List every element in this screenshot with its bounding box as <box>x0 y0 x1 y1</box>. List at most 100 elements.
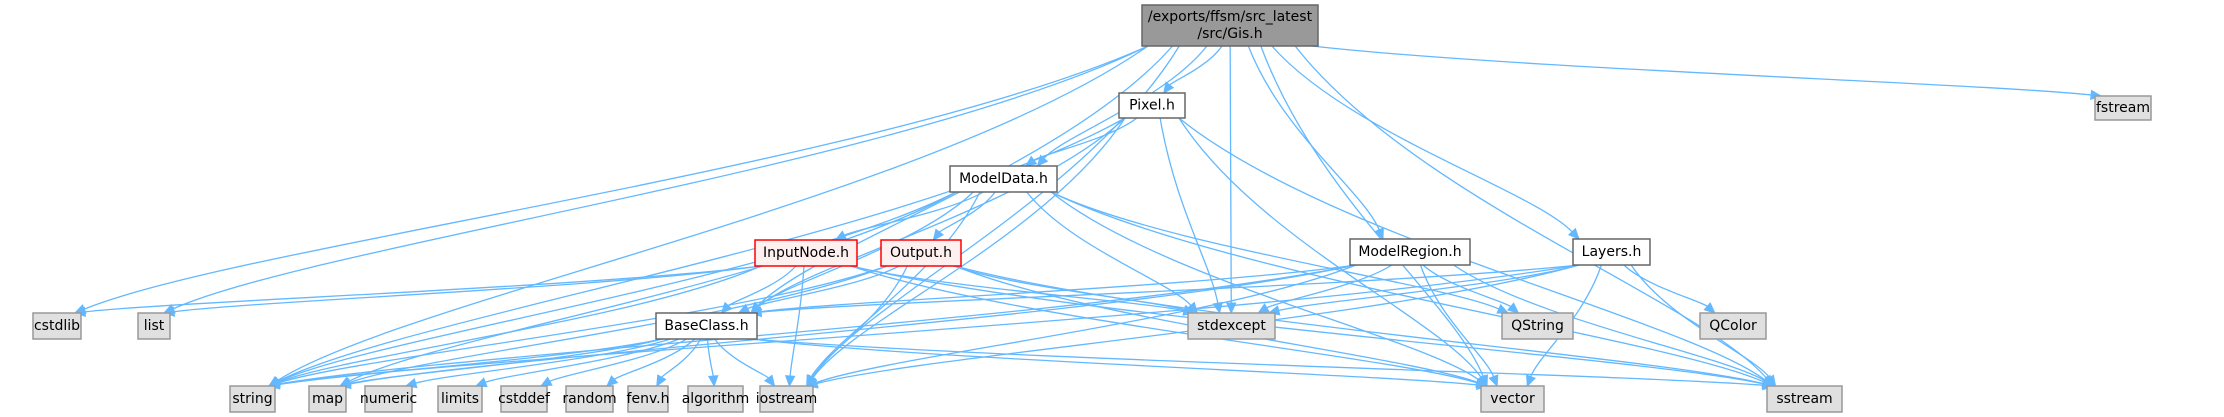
arrowhead-icon <box>1257 303 1270 314</box>
arrowhead-icon <box>1526 374 1536 388</box>
edge-line <box>278 265 762 383</box>
node-box <box>32 312 82 340</box>
node-pixel[interactable]: Pixel.h <box>1118 92 1186 119</box>
edge-layers-to-baseclass <box>749 264 1580 318</box>
node-box <box>2094 95 2152 121</box>
node-modelregion[interactable]: ModelRegion.h <box>1349 238 1471 266</box>
edge-line <box>810 265 908 378</box>
nodes-layer: /exports/ffsm/src_latest/src/Gis.hfstrea… <box>32 4 2152 413</box>
edge-line <box>349 338 663 385</box>
edge-line <box>485 338 680 384</box>
edge-line <box>83 45 1149 310</box>
node-label: limits <box>441 391 479 407</box>
node-output[interactable]: Output.h <box>880 239 962 267</box>
edge-line <box>812 117 1126 379</box>
node-inputnode[interactable]: InputNode.h <box>754 239 858 267</box>
node-map: map <box>308 385 347 413</box>
edge-pixel-to-stdexcept <box>1159 117 1223 315</box>
node-label: numeric <box>360 391 417 407</box>
node-list: list <box>137 312 171 340</box>
arrowhead-icon <box>1374 227 1384 241</box>
edge-line <box>278 264 1357 385</box>
node-label: string <box>232 391 272 407</box>
edge-line <box>1169 45 1223 86</box>
node-label: ModelData.h <box>959 171 1048 187</box>
node-box <box>1118 92 1186 119</box>
node-fenv: fenv.h <box>627 385 670 413</box>
node-baseclass[interactable]: BaseClass.h <box>655 312 758 340</box>
node-label: /src/Gis.h <box>1197 26 1262 42</box>
edge-line <box>750 338 1478 386</box>
node-stdexcept: stdexcept <box>1187 312 1276 340</box>
node-iostream: iostream <box>756 385 817 413</box>
edge-gis-to-fstream <box>1311 45 2103 101</box>
node-label: sstream <box>1776 391 1832 407</box>
node-label: vector <box>1490 391 1535 407</box>
edge-line <box>1043 45 1208 159</box>
edge-line <box>614 338 696 380</box>
node-label: algorithm <box>682 391 750 407</box>
edge-line <box>1050 191 1765 383</box>
edge-baseclass-to-fenv <box>656 338 702 388</box>
edge-line <box>758 117 1126 307</box>
node-box <box>949 165 1058 193</box>
node-qstring: QString <box>1501 312 1574 340</box>
node-label: stdexcept <box>1197 318 1266 334</box>
node-numeric: numeric <box>360 385 417 413</box>
arrowhead-icon <box>932 228 944 241</box>
arrowhead-icon <box>1703 302 1716 314</box>
edge-modeldata-to-inputnode <box>834 191 984 241</box>
edge-line <box>1178 117 1766 381</box>
node-qcolor: QColor <box>1699 312 1767 340</box>
edge-line <box>278 264 1580 386</box>
arrowhead-icon <box>656 374 667 388</box>
node-label: BaseClass.h <box>664 318 748 334</box>
edge-line <box>1026 191 1192 306</box>
edge-line <box>1419 264 1495 377</box>
node-modeldata[interactable]: ModelData.h <box>949 165 1058 193</box>
edges-layer <box>73 45 2103 391</box>
edge-line <box>661 338 702 378</box>
edge-line <box>277 45 1149 382</box>
node-box <box>627 385 669 413</box>
edge-line <box>1294 45 1768 379</box>
arrowhead-icon <box>1567 227 1580 240</box>
node-gis: /exports/ffsm/src_latest/src/Gis.h <box>1141 4 1319 47</box>
node-box <box>364 385 413 413</box>
node-fstream: fstream <box>2094 95 2152 121</box>
edge-line <box>954 265 1764 385</box>
edge-line <box>1247 45 1380 231</box>
edge-line <box>816 264 1580 385</box>
edge-line <box>789 265 805 377</box>
node-box <box>880 239 962 267</box>
node-label: map <box>312 391 343 407</box>
edge-modeldata-to-vector <box>1050 191 1488 387</box>
edge-line <box>706 338 714 377</box>
edge-line <box>1623 264 1708 307</box>
edge-line <box>750 338 1764 386</box>
arrowhead-icon <box>784 375 796 388</box>
arrowhead-icon <box>1765 374 1777 387</box>
node-box <box>687 385 744 413</box>
node-sstream: sstream <box>1766 385 1843 413</box>
arrowhead-icon <box>539 376 553 387</box>
edge-line <box>415 338 671 384</box>
node-layers[interactable]: Layers.h <box>1572 238 1651 266</box>
node-label: fenv.h <box>627 391 670 407</box>
edge-modeldata-to-qstring <box>1050 191 1510 314</box>
edge-gis-to-stdexcept <box>1225 45 1237 315</box>
arrowhead-icon <box>1162 81 1175 94</box>
node-random: random <box>562 385 617 413</box>
node-box <box>500 385 548 413</box>
arrowhead-icon <box>707 375 719 388</box>
edge-baseclass-to-random <box>606 338 696 387</box>
node-label: QColor <box>1709 318 1757 334</box>
edge-line <box>714 338 769 379</box>
node-algorithm: algorithm <box>682 385 750 413</box>
edge-gis-to-modelregion <box>1247 45 1384 241</box>
node-box <box>1572 238 1651 266</box>
edge-line <box>850 265 1764 385</box>
arrowhead-icon <box>763 374 776 387</box>
edge-baseclass-to-iostream <box>714 338 776 387</box>
